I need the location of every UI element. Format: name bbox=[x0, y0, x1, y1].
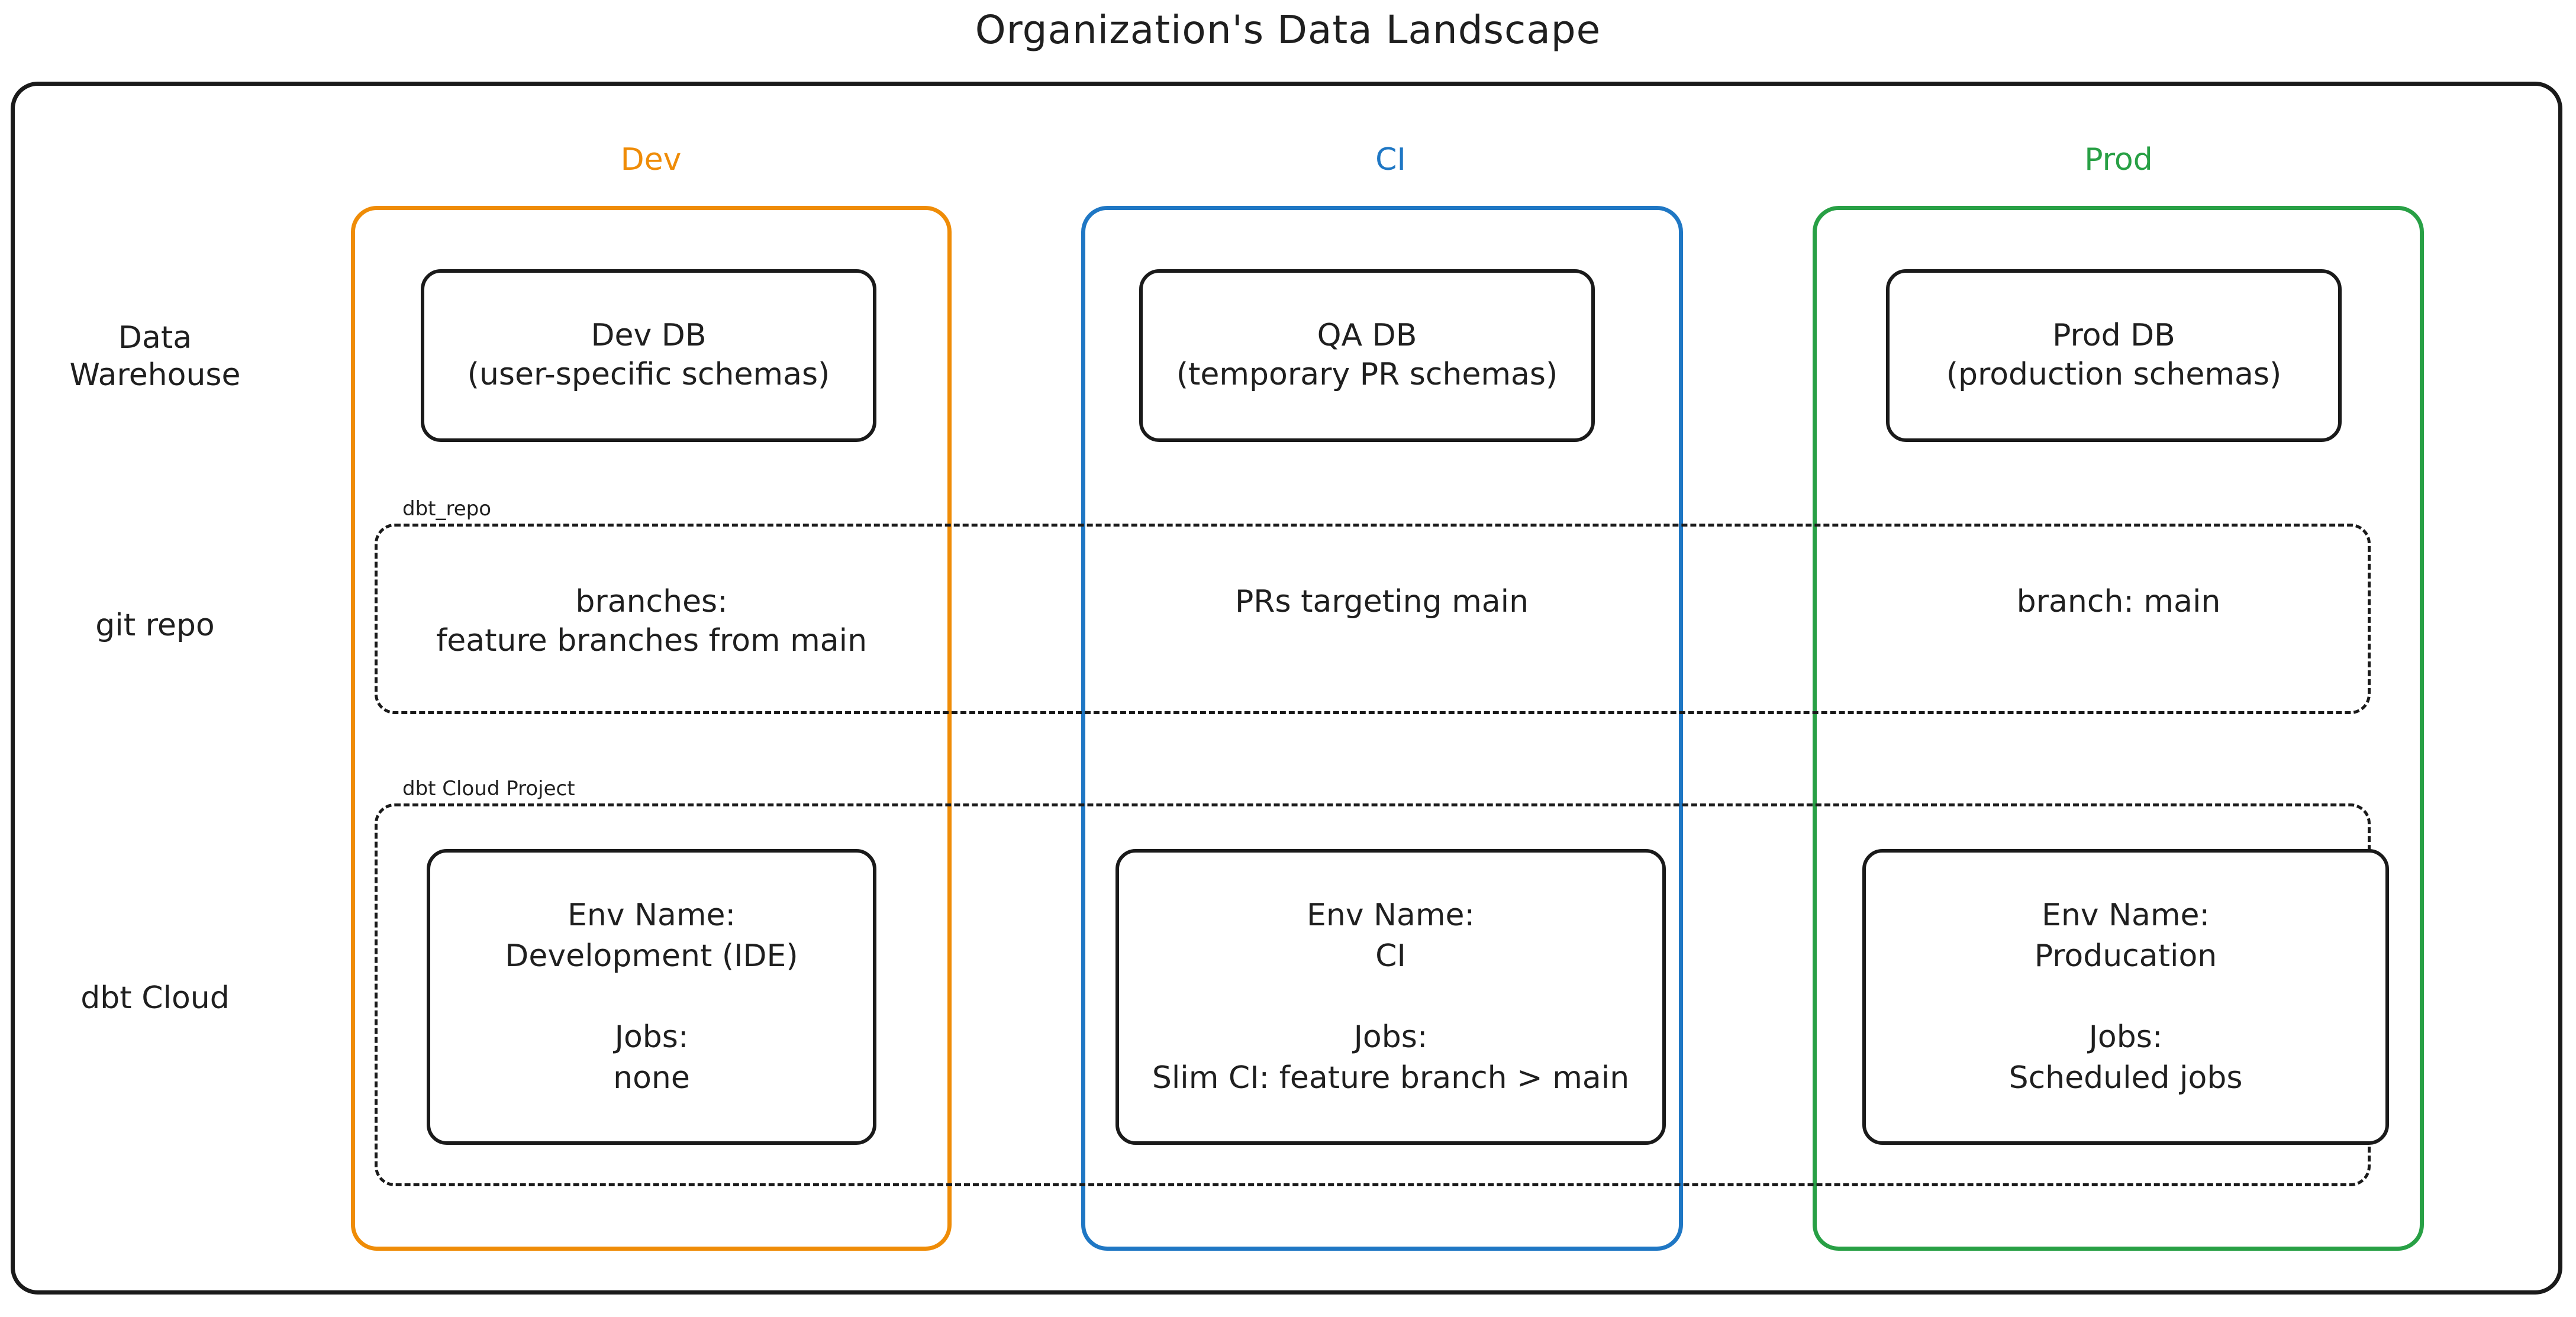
db-box-prod: Prod DB (production schemas) bbox=[1886, 269, 2342, 442]
group-dbt-repo-label: dbt_repo bbox=[396, 497, 498, 521]
page-title: Organization's Data Landscape bbox=[975, 7, 1601, 53]
dbt-cloud-env-box-ci: Env Name: CI Jobs: Slim CI: feature bran… bbox=[1115, 849, 1666, 1145]
dbt-cloud-env-box-prod: Env Name: Producation Jobs: Scheduled jo… bbox=[1862, 849, 2389, 1145]
environment-column-prod bbox=[1813, 206, 2424, 1251]
dbt-cloud-env-prod-text: Env Name: Producation Jobs: Scheduled jo… bbox=[2008, 898, 2243, 1096]
dbt-cloud-env-box-dev: Env Name: Development (IDE) Jobs: none bbox=[427, 849, 876, 1145]
column-header-ci: CI bbox=[1375, 142, 1406, 177]
environment-column-ci bbox=[1081, 206, 1683, 1251]
db-box-prod-text: Prod DB (production schemas) bbox=[1946, 318, 2282, 392]
dbt-cloud-env-ci-text: Env Name: CI Jobs: Slim CI: feature bran… bbox=[1152, 898, 1630, 1096]
dbt-cloud-env-dev-text: Env Name: Development (IDE) Jobs: none bbox=[505, 898, 798, 1096]
row-label-data-warehouse: Data Warehouse bbox=[69, 320, 241, 393]
git-repo-cell-prod: branch: main bbox=[2016, 584, 2221, 619]
column-header-prod: Prod bbox=[2084, 142, 2153, 177]
db-box-ci: QA DB (temporary PR schemas) bbox=[1139, 269, 1595, 442]
environment-column-dev bbox=[351, 206, 952, 1251]
db-box-dev-text: Dev DB (user-specific schemas) bbox=[467, 318, 830, 392]
db-box-ci-text: QA DB (temporary PR schemas) bbox=[1176, 318, 1558, 392]
row-label-git-repo: git repo bbox=[95, 608, 215, 643]
outer-boundary bbox=[11, 82, 2562, 1295]
group-dbt-cloud-project-label: dbt Cloud Project bbox=[396, 777, 581, 800]
group-dbt-repo: dbt_repo bbox=[375, 497, 2371, 714]
git-repo-cell-dev: branches: feature branches from main bbox=[436, 584, 868, 658]
column-header-dev: Dev bbox=[620, 142, 682, 177]
git-repo-cell-ci: PRs targeting main bbox=[1234, 584, 1529, 619]
db-box-dev: Dev DB (user-specific schemas) bbox=[421, 269, 876, 442]
row-label-dbt-cloud: dbt Cloud bbox=[80, 980, 230, 1016]
